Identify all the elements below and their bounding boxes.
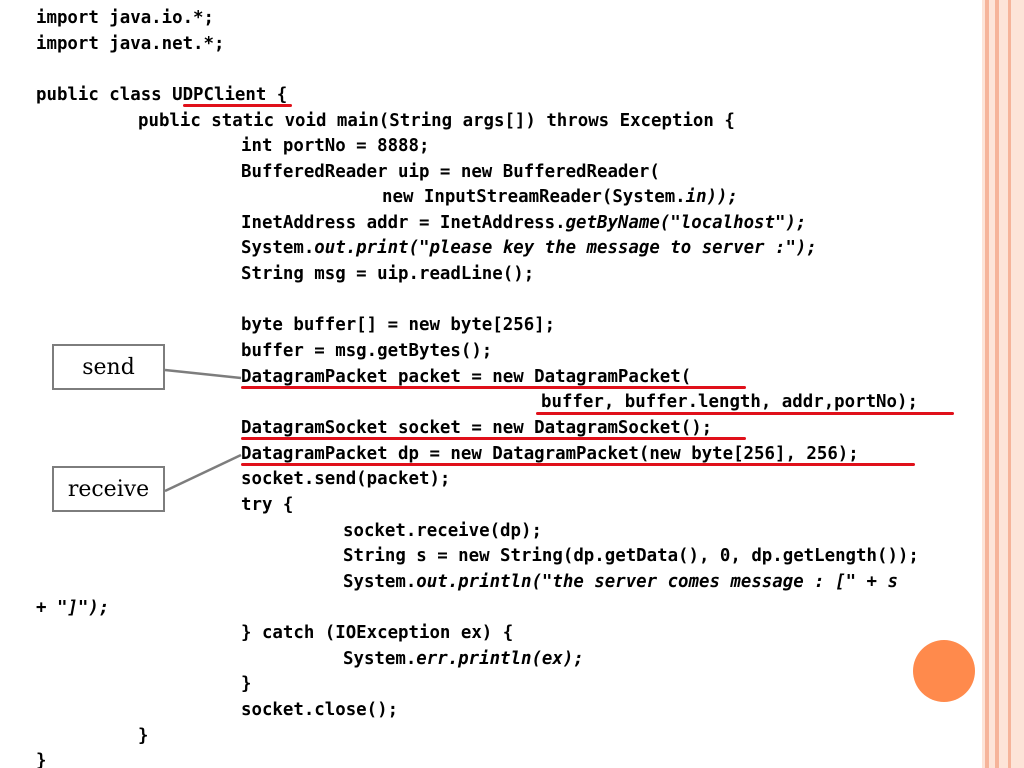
code-line-new-string: String s = new String(dp.getData(), 0, d… xyxy=(343,546,919,566)
code-line-catch: } catch (IOException ex) { xyxy=(241,623,514,643)
code-line-send-packet: DatagramPacket packet = new DatagramPack… xyxy=(241,367,692,387)
decorative-circle xyxy=(913,640,975,702)
underline-send-packet-args xyxy=(536,412,954,415)
code-line-datagram-socket: DatagramSocket socket = new DatagramSock… xyxy=(241,418,713,438)
code-line-println-continued: + "]"); xyxy=(36,597,109,619)
code-line-socket-close: socket.close(); xyxy=(241,700,399,720)
code-line-receive-packet: DatagramPacket dp = new DatagramPacket(n… xyxy=(241,444,859,464)
code-line-byte-buffer: byte buffer[] = new byte[256]; xyxy=(241,315,556,335)
code-line-class-declaration: public class UDPClient { xyxy=(36,85,288,105)
code-text-italic: getByName("localhost"); xyxy=(565,213,807,233)
border-stripe-3 xyxy=(1008,0,1011,768)
code-line-close-catch: } xyxy=(241,674,252,694)
code-line-send-packet-args: buffer, buffer.length, addr,portNo); xyxy=(541,392,918,412)
underline-udpclient xyxy=(183,104,292,107)
code-line-println: System.out.println("the server comes mes… xyxy=(343,571,898,593)
send-connector-line xyxy=(164,368,242,380)
code-line-read-line: String msg = uip.readLine(); xyxy=(241,264,535,284)
code-line-socket-send: socket.send(packet); xyxy=(241,469,451,489)
code-text: new InputStreamReader(System. xyxy=(382,187,686,207)
code-text: System. xyxy=(241,238,315,258)
receive-connector-line xyxy=(164,453,242,493)
receive-label: receive xyxy=(52,466,165,512)
border-stripe-2 xyxy=(995,0,999,768)
code-line-import-io: import java.io.*; xyxy=(36,8,214,28)
code-line-close-class: } xyxy=(36,751,47,768)
code-line-main-method: public static void main(String args[]) t… xyxy=(138,111,735,131)
code-line-import-net: import java.net.*; xyxy=(36,34,225,54)
code-line-print-error: System.err.println(ex); xyxy=(343,648,584,670)
code-text-italic: out.print("please key the message to ser… xyxy=(314,238,817,258)
code-line-buffered-reader: BufferedReader uip = new BufferedReader( xyxy=(241,162,660,182)
code-text-italic: + "]"); xyxy=(36,598,110,618)
code-line-get-bytes: buffer = msg.getBytes(); xyxy=(241,341,493,361)
underline-send-packet xyxy=(241,386,746,389)
code-line-inet-address: InetAddress addr = InetAddress.getByName… xyxy=(241,212,806,234)
underline-receive-packet xyxy=(241,463,915,466)
code-text-italic: err.println(ex); xyxy=(416,649,584,669)
code-text-italic: in)); xyxy=(685,187,738,207)
code-line-port-number: int portNo = 8888; xyxy=(241,136,430,156)
code-line-try: try { xyxy=(241,495,294,515)
code-text: InetAddress addr = InetAddress. xyxy=(241,213,566,233)
code-text-italic: out.println("the server comes message : … xyxy=(416,572,898,592)
code-line-socket-receive: socket.receive(dp); xyxy=(343,521,542,541)
code-line-print-prompt: System.out.print("please key the message… xyxy=(241,237,817,259)
underline-datagram-socket xyxy=(241,437,746,440)
code-text: System. xyxy=(343,649,417,669)
border-stripe-light xyxy=(982,0,1024,768)
send-label: send xyxy=(52,344,165,390)
code-line-input-stream-reader: new InputStreamReader(System.in)); xyxy=(382,186,738,208)
code-line-close-method: } xyxy=(138,726,149,746)
code-text: System. xyxy=(343,572,417,592)
border-stripe-1 xyxy=(985,0,989,768)
